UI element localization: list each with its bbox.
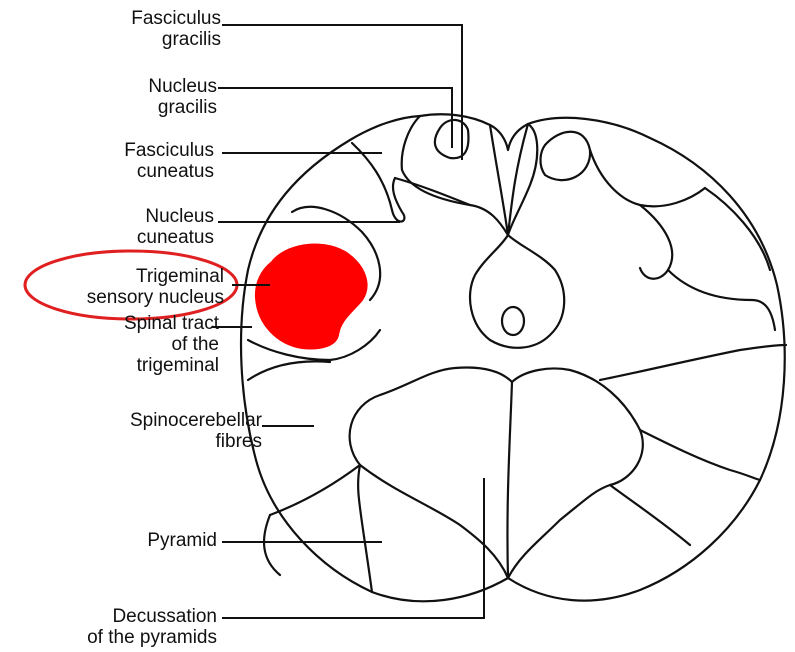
pyramid-left-outline (350, 368, 643, 578)
label-fasciculus-gracilis: Fasciculus gracilis (131, 8, 221, 50)
label-pyramid: Pyramid (147, 530, 217, 551)
label-spinocerebellar-fibres: Spinocerebellar fibres (130, 410, 262, 452)
leader-decussation (222, 478, 484, 618)
leader-fasciculus-gracilis (222, 25, 462, 160)
label-spinal-tract-trigeminal: Spinal tract of the trigeminal (124, 313, 219, 376)
label-nucleus-cuneatus: Nucleus cuneatus (137, 206, 214, 248)
label-fasciculus-cuneatus: Fasciculus cuneatus (124, 140, 214, 182)
label-trigeminal-sensory-nucleus: Trigeminal sensory nucleus (87, 266, 224, 308)
label-decussation-of-pyramids: Decussation of the pyramids (87, 606, 217, 648)
trigeminal-nucleus-highlight (256, 245, 367, 349)
label-nucleus-gracilis: Nucleus gracilis (148, 76, 217, 118)
